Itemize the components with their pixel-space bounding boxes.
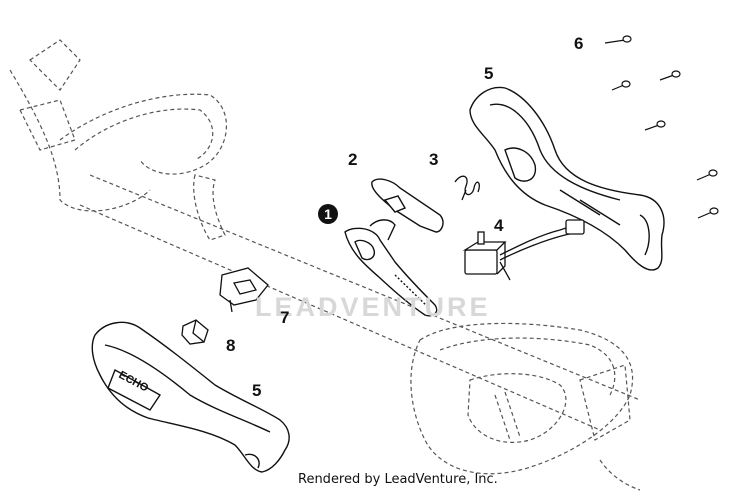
screw-icon [604, 35, 632, 44]
switch-assembly [462, 219, 585, 281]
render-credit: Rendered by LeadVenture, Inc. [298, 472, 498, 487]
callout-7: 7 [280, 308, 290, 327]
callout-4: 4 [494, 216, 504, 235]
watermark-text: LEADVENTURE [255, 292, 491, 322]
callout-5-bottom: 5 [252, 381, 262, 400]
callout-6: 6 [574, 34, 584, 53]
trigger [344, 219, 438, 317]
lockout-lever [371, 178, 444, 233]
screw-icon [659, 70, 681, 81]
trimmer-shaft [9, 39, 641, 431]
spring-icon [454, 175, 480, 201]
handle-half-top [469, 86, 665, 271]
callout-1: 1 [318, 204, 338, 224]
block-insert [181, 319, 209, 345]
bracket [219, 267, 269, 313]
screw-icon [644, 120, 666, 131]
screw-icon [611, 80, 631, 91]
screw-icon [696, 169, 718, 181]
handle-half-bottom [91, 321, 290, 473]
callout-8: 8 [226, 336, 236, 355]
callout-3: 3 [429, 150, 439, 169]
motor-housing [410, 322, 641, 491]
callout-5-top: 5 [484, 64, 494, 83]
screw-icon-group [604, 35, 719, 219]
callout-2: 2 [348, 150, 358, 169]
screw-icon [697, 207, 719, 219]
